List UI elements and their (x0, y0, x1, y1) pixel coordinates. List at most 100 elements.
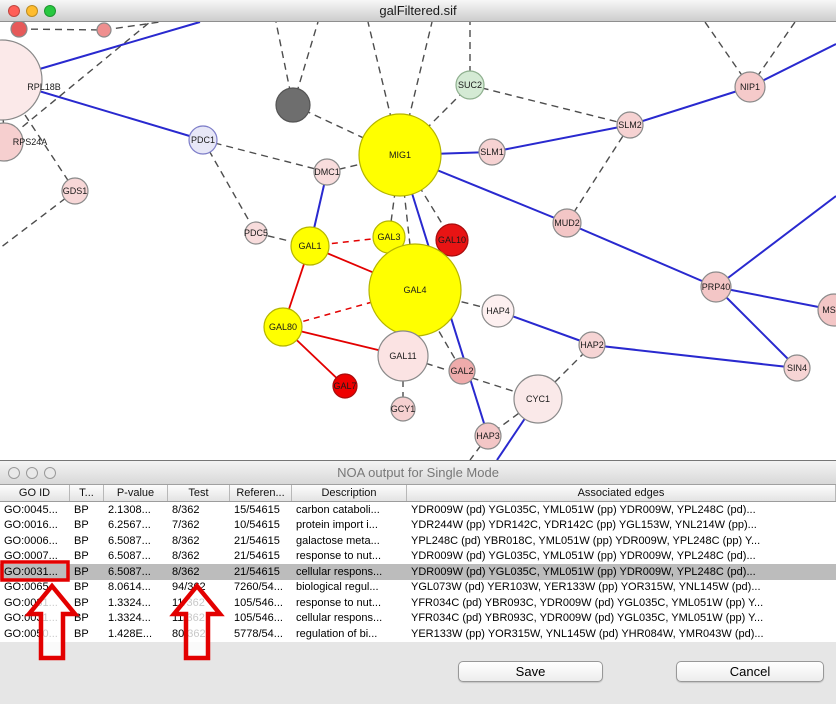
node-PDC5[interactable] (244, 221, 268, 245)
node-dot1[interactable] (10, 20, 28, 38)
noa-window-titlebar[interactable]: NOA output for Single Mode (0, 461, 836, 485)
node-SLM1[interactable] (478, 138, 506, 166)
table-cell: 7260/54... (234, 581, 283, 594)
minimize-button[interactable] (26, 467, 38, 479)
table-cell: biological regul... (296, 581, 379, 594)
table-cell: 1.428E... (108, 627, 153, 640)
node-MSL1[interactable] (817, 293, 836, 327)
network-edge[interactable] (3, 21, 151, 143)
node-HAP2[interactable] (578, 331, 606, 359)
node-label-HAP3: HAP3 (476, 431, 500, 441)
node-GAL2[interactable] (448, 357, 476, 385)
save-button[interactable]: Save (458, 661, 603, 682)
table-cell: YGL073W (pd) YER103W, YER133W (pp) YOR31… (411, 581, 761, 594)
zoom-button[interactable] (44, 467, 56, 479)
node-GAL7[interactable] (332, 373, 358, 399)
node-CYC1[interactable] (513, 374, 563, 424)
table-cell: 8/362 (172, 534, 200, 547)
node-dot2[interactable] (96, 22, 112, 38)
close-button[interactable] (8, 467, 20, 479)
table-cell: YFR034C (pd) YBR093C, YDR009W (pd) YGL03… (411, 612, 764, 625)
table-cell: BP (74, 581, 89, 594)
node-NIP1[interactable] (734, 71, 766, 103)
node-GAL80[interactable] (263, 307, 303, 347)
node-PDC1[interactable] (188, 125, 218, 155)
node-MIG1[interactable] (358, 113, 442, 197)
node-PRP40[interactable] (700, 271, 732, 303)
table-cell: 21/54615 (234, 534, 280, 547)
network-edge[interactable] (566, 124, 631, 224)
node-GAL1[interactable] (290, 226, 330, 266)
network-edge[interactable] (469, 84, 631, 126)
close-button[interactable] (8, 5, 20, 17)
network-edge[interactable] (0, 190, 76, 249)
network-edge[interactable] (629, 86, 751, 126)
node-gray-node[interactable] (275, 87, 311, 123)
node-SUC2[interactable] (455, 70, 485, 100)
table-cell: 15/54615 (234, 503, 280, 516)
column-header[interactable]: P-value (104, 485, 168, 501)
network-edge[interactable] (255, 232, 311, 247)
column-header[interactable]: GO ID (0, 485, 70, 501)
node-label-PDC1: PDC1 (191, 135, 215, 145)
table-cell: 10/54615 (234, 519, 280, 532)
node-HAP3[interactable] (474, 422, 502, 450)
network-edge[interactable] (566, 222, 717, 288)
node-HAP4[interactable] (481, 294, 515, 328)
network-edge[interactable] (399, 21, 433, 156)
node-GAL11[interactable] (377, 330, 429, 382)
table-cell: 6.5087... (108, 565, 151, 578)
column-header[interactable]: T... (70, 485, 104, 501)
node-DMC1[interactable] (313, 158, 341, 186)
network-edge[interactable] (715, 286, 835, 311)
node-RPL18B[interactable] (0, 39, 43, 121)
network-edge[interactable] (749, 43, 836, 88)
network-edge[interactable] (202, 139, 328, 173)
node-label-GAL4: GAL4 (403, 285, 426, 295)
node-MUD2[interactable] (552, 208, 582, 238)
node-GDS1[interactable] (61, 177, 89, 205)
network-window-titlebar[interactable]: galFiltered.sif (0, 0, 836, 22)
node-RPS24A[interactable] (0, 122, 24, 162)
table-cell: 11/362 (172, 612, 205, 625)
network-edge[interactable] (491, 124, 631, 153)
node-GAL10[interactable] (435, 223, 469, 257)
column-header[interactable]: Description (292, 485, 407, 501)
network-edge[interactable] (715, 195, 836, 288)
node-SIN4[interactable] (783, 354, 811, 382)
network-edge[interactable] (591, 344, 798, 369)
cancel-button[interactable]: Cancel (676, 661, 824, 682)
zoom-button[interactable] (44, 5, 56, 17)
minimize-button[interactable] (26, 5, 38, 17)
node-label-MIG1: MIG1 (389, 150, 411, 160)
network-edge[interactable] (715, 286, 798, 369)
network-edge[interactable] (103, 21, 161, 31)
table-cell: 94/362 (172, 581, 206, 594)
network-edge[interactable] (497, 310, 593, 346)
network-edge[interactable] (18, 28, 105, 31)
column-header[interactable]: Test (168, 485, 230, 501)
network-canvas[interactable]: RPL18BRPS24AGDS1PDC1DMC1MIG1SUC2SLM1SLM2… (0, 0, 836, 460)
network-edge[interactable] (202, 139, 257, 234)
node-SLM2[interactable] (616, 111, 644, 139)
table-cell: 105/546... (234, 596, 283, 609)
table-cell: 7/362 (172, 519, 200, 532)
table-cell: GO:0031... (4, 612, 58, 625)
column-header[interactable]: Referen... (230, 485, 292, 501)
table-cell: YPL248C (pd) YBR018C, YML051W (pp) YDR00… (411, 534, 761, 547)
column-header[interactable]: Associated edges (407, 485, 836, 501)
network-edge[interactable] (367, 21, 401, 156)
node-GCY1[interactable] (390, 396, 416, 422)
